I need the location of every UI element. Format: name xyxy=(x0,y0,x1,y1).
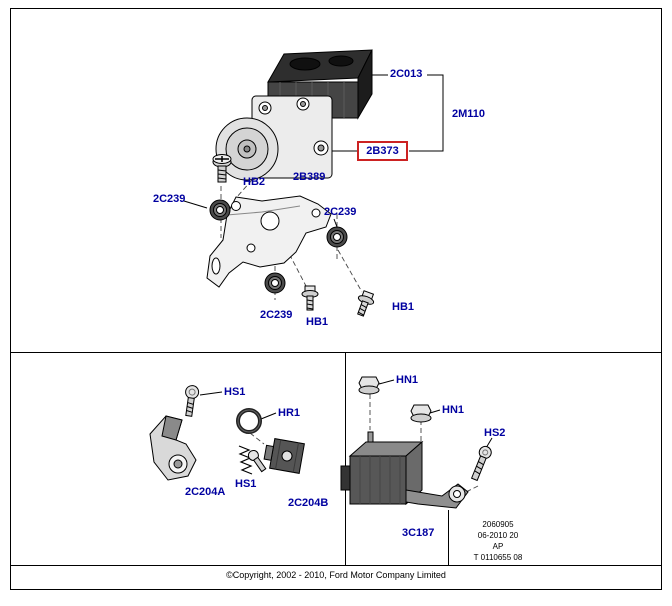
part-label-2m110[interactable]: 2M110 xyxy=(452,108,486,120)
part-label-2b389[interactable]: 2B389 xyxy=(293,171,326,183)
hs2-screw-graphic xyxy=(470,445,492,482)
sensor-2c204a-graphic xyxy=(149,415,197,481)
stamp-line-1: 2060905 xyxy=(482,520,514,529)
part-label-2b373[interactable]: 2B373 xyxy=(366,145,399,157)
grommet-left-graphic xyxy=(209,199,231,221)
stamp-line-2: 06-2010 20 xyxy=(477,531,519,540)
part-label-2c239-bottom[interactable]: 2C239 xyxy=(260,309,293,321)
grommet-right-graphic xyxy=(326,226,348,248)
hs1-screw-bottom-graphic xyxy=(247,449,267,473)
sensor-2c204b-graphic xyxy=(263,438,305,474)
part-label-hb1-left[interactable]: HB1 xyxy=(306,316,329,328)
module-3c187-graphic xyxy=(340,431,469,509)
part-label-3c187[interactable]: 3C187 xyxy=(402,527,435,539)
stamp-line-3: AP xyxy=(492,542,504,551)
part-label-hs1-bottom[interactable]: HS1 xyxy=(235,478,257,490)
hs1-screw-top-graphic xyxy=(185,385,200,417)
part-label-hs1-top[interactable]: HS1 xyxy=(224,386,246,398)
part-label-2c204b[interactable]: 2C204B xyxy=(288,497,329,509)
part-label-2c013[interactable]: 2C013 xyxy=(390,68,423,80)
hn1-nut-mid-graphic xyxy=(410,404,432,423)
part-label-hn1-top[interactable]: HN1 xyxy=(396,374,419,386)
part-label-hb2[interactable]: HB2 xyxy=(243,176,266,188)
panel-borders xyxy=(10,8,662,590)
grommet-bottom-graphic xyxy=(264,272,286,294)
spring-graphic xyxy=(238,445,253,475)
part-label-2c239-left[interactable]: 2C239 xyxy=(153,193,186,205)
part-label-hs2[interactable]: HS2 xyxy=(484,427,506,439)
hb1-bolt-left-graphic xyxy=(301,285,319,311)
part-label-2c239-right[interactable]: 2C239 xyxy=(324,206,357,218)
center-lines xyxy=(220,179,479,494)
part-label-hr1[interactable]: HR1 xyxy=(278,407,301,419)
o-ring-graphic xyxy=(236,408,262,434)
pump-motor-graphic xyxy=(215,117,279,181)
mounting-bracket-graphic xyxy=(206,195,332,288)
hn1-nut-top-graphic xyxy=(358,376,380,395)
part-label-hn1-mid[interactable]: HN1 xyxy=(442,404,465,416)
hb1-bolt-right-graphic xyxy=(357,290,375,317)
selected-part-highlight: 2B373 xyxy=(357,141,408,161)
copyright-text: ©Copyright, 2002 - 2010, Ford Motor Comp… xyxy=(226,570,446,580)
part-label-hb1-right[interactable]: HB1 xyxy=(392,301,415,313)
print-stamp: 2060905 06-2010 20 AP T 0110655 08 xyxy=(450,519,546,563)
part-label-2c204a[interactable]: 2C204A xyxy=(185,486,226,498)
stamp-line-4: T 0110655 08 xyxy=(473,553,523,562)
hb2-screw-graphic xyxy=(212,154,232,183)
